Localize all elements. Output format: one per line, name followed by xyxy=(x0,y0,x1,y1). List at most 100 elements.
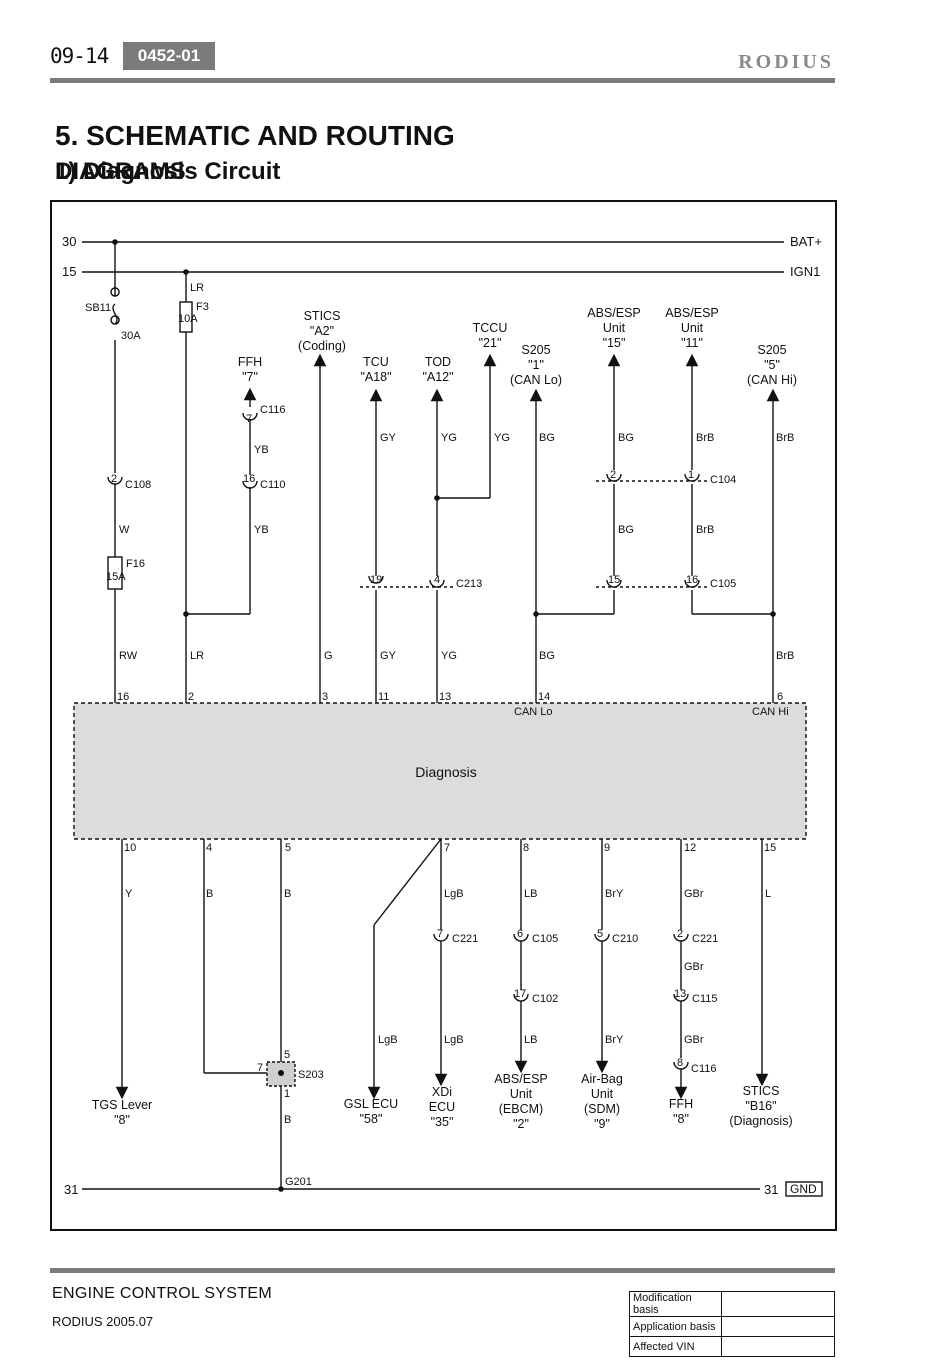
dest-abs15-name: ABS/ESP xyxy=(587,306,641,320)
wire-bg-4: BG xyxy=(539,650,555,662)
fuse-label-f3: F3 xyxy=(196,301,209,313)
dest-stics-name: STICS xyxy=(304,309,341,323)
wire-bg-3: BG xyxy=(618,524,634,536)
brand-logo: RODIUS xyxy=(738,51,834,73)
wire-yg-2: YG xyxy=(494,432,510,444)
dest-s205-hi-note: (CAN Hi) xyxy=(747,373,797,387)
footer-title: ENGINE CONTROL SYSTEM xyxy=(52,1285,272,1302)
dest-s205-hi-pin: "5" xyxy=(764,358,780,372)
wire-gy-1: GY xyxy=(380,432,397,444)
wire-bry-2: BrY xyxy=(605,1034,624,1046)
conn-c110-pin: 16 xyxy=(243,473,255,485)
pin-top-3: 3 xyxy=(322,691,328,703)
dest-gsl-name: GSL ECU xyxy=(344,1097,398,1111)
splice-s203-pin-top: 5 xyxy=(284,1049,290,1061)
conn-c221-a-pin: 7 xyxy=(437,928,443,940)
conn-c108-pin: 2 xyxy=(111,473,117,485)
conn-c105-b: C105 xyxy=(532,933,558,945)
dest-stics-pin: "A2" xyxy=(310,324,334,338)
wire-lb-2: LB xyxy=(524,1034,537,1046)
conn-c102-pin: 17 xyxy=(514,988,526,1000)
dest-xdi-unit: ECU xyxy=(429,1100,455,1114)
wire-rw: RW xyxy=(119,650,138,662)
splice-s203: S203 xyxy=(298,1069,324,1081)
conn-c221-a: C221 xyxy=(452,933,478,945)
pin-top-6: 6 xyxy=(777,691,783,703)
conn-c116-bot-pin: 8 xyxy=(677,1057,683,1069)
dest-xdi-name: XDi xyxy=(432,1085,452,1099)
section-code-badge: 0452-01 xyxy=(123,42,215,70)
wire-yb-1: YB xyxy=(254,444,269,456)
dest-ffh-pin: "7" xyxy=(242,370,258,384)
pin-bot-9: 9 xyxy=(604,842,610,854)
conn-c105: C105 xyxy=(710,578,736,590)
diagram-frame xyxy=(50,200,837,1231)
rail-label-15: 15 xyxy=(62,264,76,279)
wire-b-3: B xyxy=(284,1114,291,1126)
rail-label-30: 30 xyxy=(62,234,76,249)
pin-bot-4: 4 xyxy=(206,842,212,854)
dest-s205-lo-note: (CAN Lo) xyxy=(510,373,562,387)
dest-tgs-name: TGS Lever xyxy=(92,1098,152,1112)
conn-c221-b-pin: 2 xyxy=(677,928,683,940)
dest-abs-pin: "2" xyxy=(513,1117,529,1131)
wire-lgb-3: LgB xyxy=(444,1034,464,1046)
section-title-line2: DIAGRAMS xyxy=(55,158,186,185)
rail-label-gnd: GND xyxy=(790,1182,817,1196)
wire-lgb-1: LgB xyxy=(444,888,464,900)
conn-c115: C115 xyxy=(692,993,717,1005)
wire-b-2: B xyxy=(284,888,291,900)
footer-rule xyxy=(50,1268,835,1273)
dest-abs15-pin: "15" xyxy=(603,336,626,350)
fuse-rating-f16: 15A xyxy=(106,571,126,583)
dest-tgs-pin: "8" xyxy=(114,1113,130,1127)
subsection-title: 1) Diagnosis Circuit xyxy=(55,158,281,185)
page-number: 09-14 xyxy=(50,44,109,68)
pin-top-2: 2 xyxy=(188,691,194,703)
dest-stics-bot-pin: "B16" xyxy=(745,1099,776,1113)
wire-lgb-2: LgB xyxy=(378,1034,398,1046)
conn-c105-pin-a: 15 xyxy=(608,574,620,586)
conn-c213: C213 xyxy=(456,578,482,590)
conn-c102: C102 xyxy=(532,993,558,1005)
wire-w: W xyxy=(119,524,130,536)
dest-ffh-name: FFH xyxy=(238,355,262,369)
fuse-rating-f3: 10A xyxy=(178,313,198,325)
table-row: Application basis xyxy=(629,1316,835,1337)
pin-bot-10: 10 xyxy=(124,842,136,854)
pin-bot-12: 12 xyxy=(684,842,696,854)
conn-c104: C104 xyxy=(710,474,736,486)
dest-tcu-pin: "A18" xyxy=(360,370,391,384)
table-row: Affected VIN xyxy=(629,1336,835,1357)
wire-bry-1: BrY xyxy=(605,888,624,900)
conn-c105-pin-b: 16 xyxy=(686,574,698,586)
wire-gbr-1: GBr xyxy=(684,888,704,900)
wire-y: Y xyxy=(125,888,133,900)
wire-yb-2: YB xyxy=(254,524,269,536)
dest-abs11-pin: "11" xyxy=(681,336,703,350)
module-name: Diagnosis xyxy=(415,764,476,780)
basis-label-application: Application basis xyxy=(629,1316,722,1337)
table-row: Modification basis xyxy=(629,1291,835,1317)
module-can-lo: CAN Lo xyxy=(514,706,553,718)
diagnosis-module-box xyxy=(73,702,807,840)
wire-lr-low: LR xyxy=(190,650,204,662)
wire-b-1: B xyxy=(206,888,213,900)
wire-lr-top: LR xyxy=(190,282,204,294)
conn-c221-b: C221 xyxy=(692,933,718,945)
conn-c104-pin-b: 1 xyxy=(688,469,694,481)
basis-value-modification xyxy=(721,1291,835,1317)
dest-s205-lo-name: S205 xyxy=(521,343,550,357)
dest-abs11-unit: Unit xyxy=(681,321,704,335)
dest-airbag-pin: "9" xyxy=(594,1117,610,1131)
wire-bg-1: BG xyxy=(539,432,555,444)
dest-stics-bot-note: (Diagnosis) xyxy=(729,1114,792,1128)
dest-ffh-bot-name: FFH xyxy=(669,1097,693,1111)
dest-ffh-bot-pin: "8" xyxy=(673,1112,689,1126)
dest-s205-hi-name: S205 xyxy=(757,343,786,357)
pin-top-11: 11 xyxy=(378,691,389,703)
footer-model: RODIUS 2005.07 xyxy=(52,1314,154,1329)
wire-yg-1: YG xyxy=(441,432,457,444)
wire-brb-2: BrB xyxy=(776,432,794,444)
